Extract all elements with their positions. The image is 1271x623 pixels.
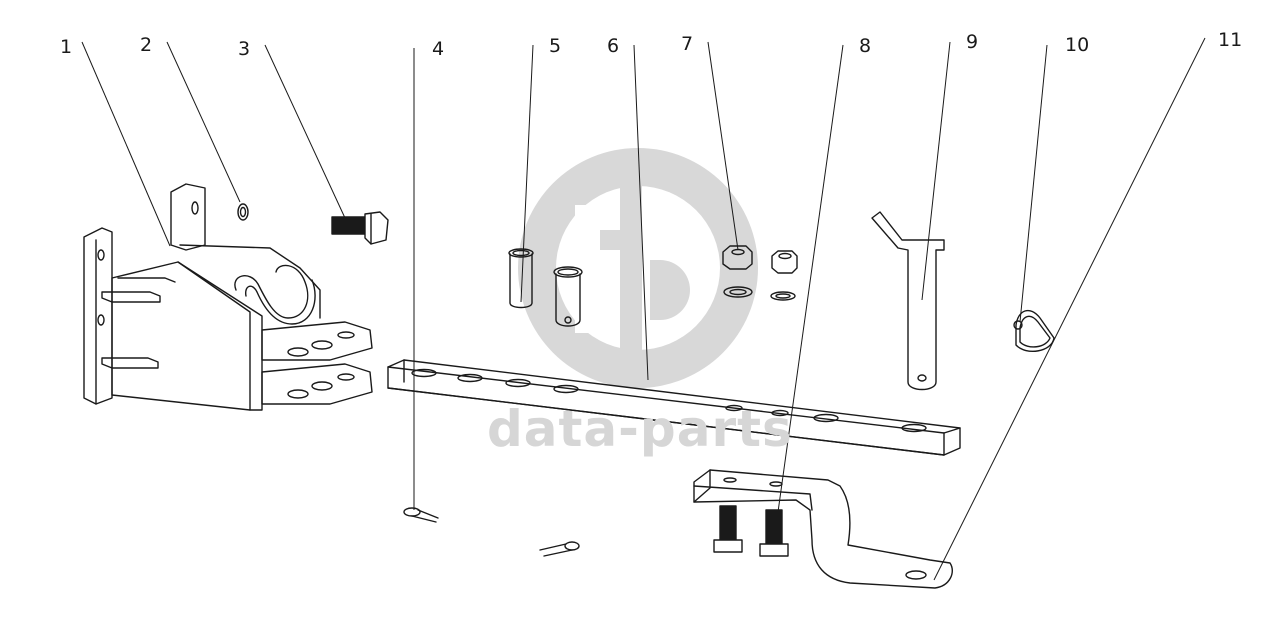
callout-1: 1 — [60, 36, 73, 58]
small-clip-spare — [539, 541, 580, 557]
drawbar — [387, 359, 961, 456]
hitch-bracket-assembly — [83, 183, 373, 411]
callout-4: 4 — [432, 38, 445, 60]
small-clip — [403, 507, 439, 523]
callout-11: 11 — [1218, 29, 1243, 51]
offset-drawbar — [693, 469, 953, 589]
hitch-pin — [871, 211, 945, 391]
spring-washer — [237, 203, 249, 221]
bushing-pair — [508, 248, 583, 327]
callout-7: 7 — [681, 33, 694, 55]
callout-5: 5 — [549, 35, 562, 57]
nuts-and-washers — [722, 245, 798, 301]
callout-2: 2 — [140, 34, 153, 56]
lynch-pin-clip — [1013, 309, 1055, 353]
hex-bolt — [331, 211, 389, 245]
callout-8: 8 — [859, 35, 872, 57]
callout-3: 3 — [238, 38, 251, 60]
watermark-logo — [518, 148, 758, 388]
leader-lines — [81, 37, 1206, 581]
callout-10: 10 — [1065, 34, 1090, 56]
callout-6: 6 — [607, 35, 620, 57]
callout-9: 9 — [966, 31, 979, 53]
watermark-text: data-parts — [487, 400, 793, 458]
